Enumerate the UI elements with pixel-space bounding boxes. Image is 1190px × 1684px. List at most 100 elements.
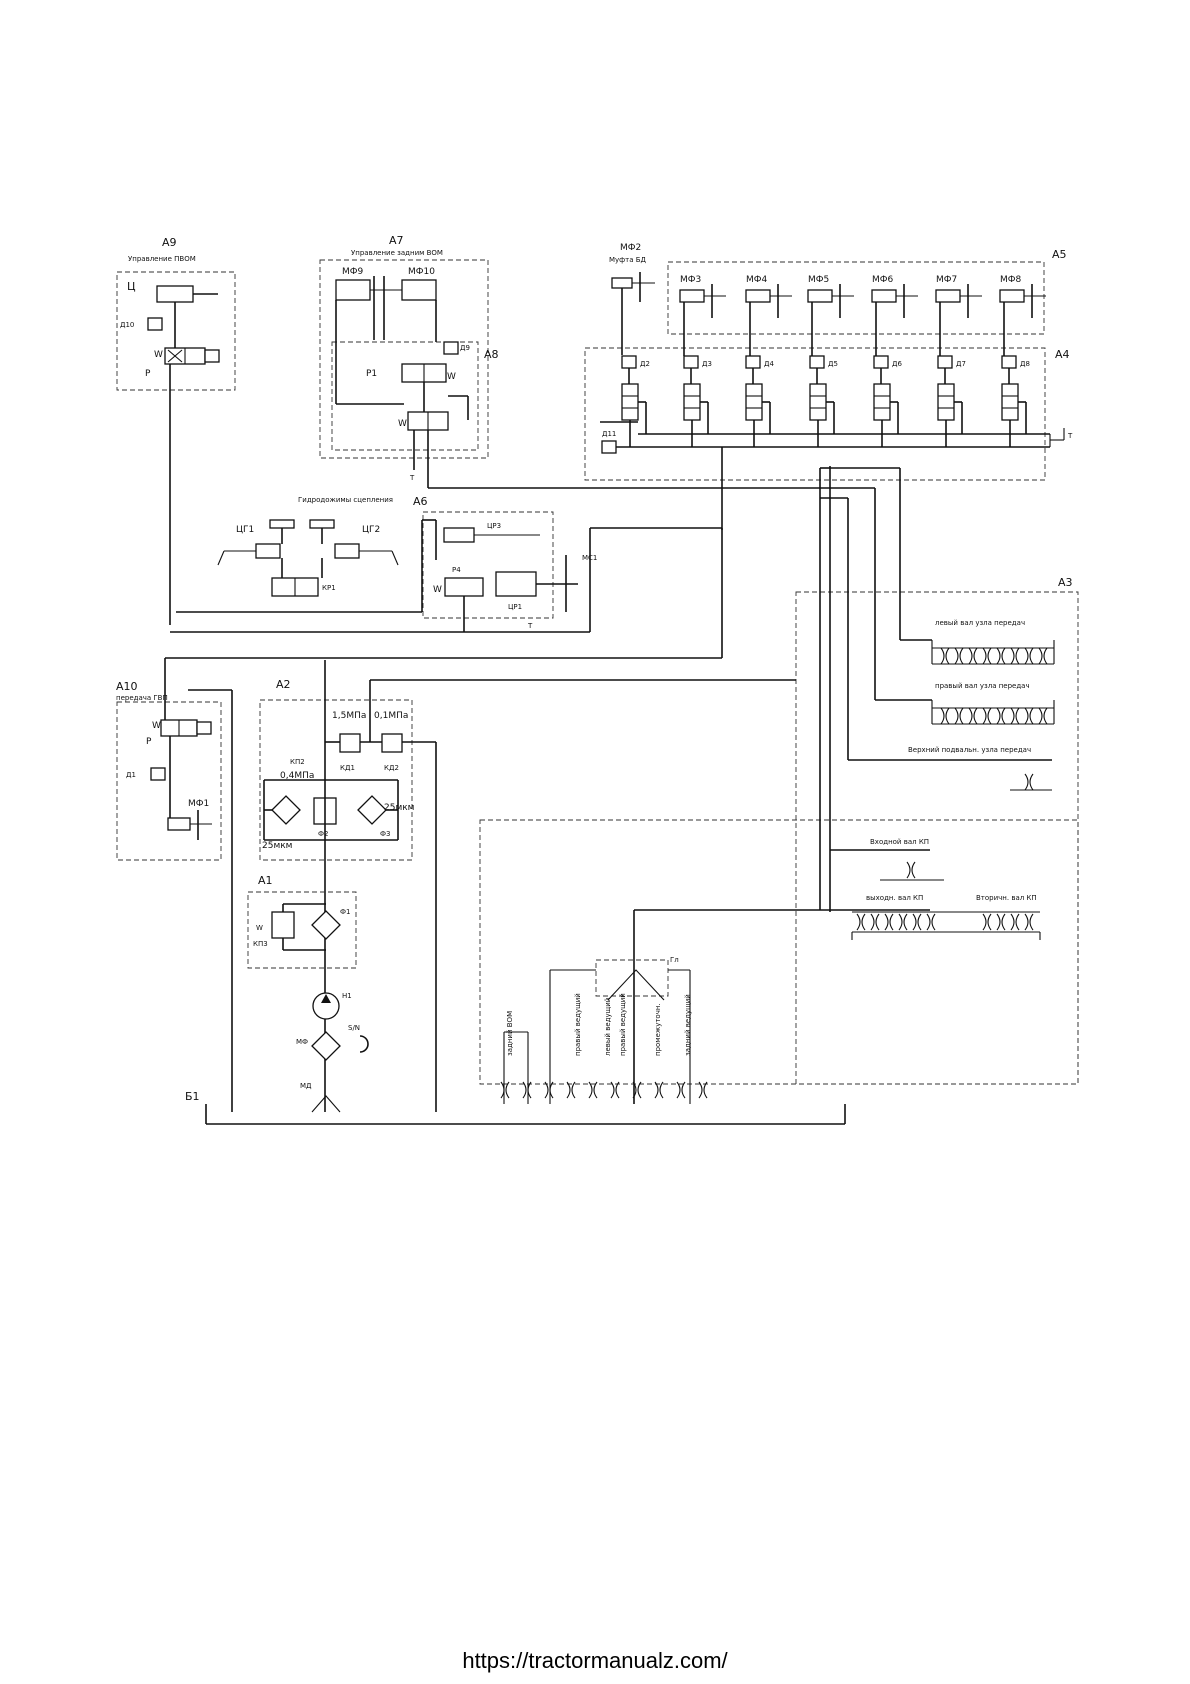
clutch	[807, 289, 833, 303]
source-url[interactable]: https://tractormanualz.com/	[462, 1648, 728, 1673]
cylinder-cp1	[495, 571, 537, 597]
svg-text:P: P	[146, 737, 152, 747]
a2-boundary	[259, 699, 413, 861]
clutch	[871, 289, 897, 303]
distributor-valve	[937, 383, 955, 421]
main-lines	[428, 466, 831, 850]
a9-w-label: W	[154, 350, 163, 360]
a10-code: A10	[116, 680, 138, 693]
clutch-mf9	[335, 279, 371, 301]
d9-label: Д9	[460, 344, 470, 352]
svg-text:W: W	[256, 924, 263, 932]
mf9-label: МФ9	[342, 267, 364, 277]
press2-label: 0,1МПа	[374, 711, 408, 721]
pressure-sensor	[873, 355, 889, 369]
f1-label: Ф1	[340, 908, 350, 916]
mf2-caption: Муфта БД	[609, 256, 647, 264]
group-a10: A10 передача ГВП W P Д1 МФ1	[116, 528, 723, 1112]
mf2-label: МФ2	[620, 243, 641, 253]
a3-boundary-bottom	[479, 819, 1079, 1085]
a9-cylinder	[156, 285, 194, 303]
svg-text:W: W	[152, 721, 161, 731]
a6-code: A6	[413, 495, 428, 508]
a8-w-label: W	[447, 372, 456, 382]
filter-f3	[357, 795, 387, 825]
press1-label: 1,5МПа	[332, 711, 366, 721]
distributor-valve	[809, 383, 827, 421]
filter-mf	[311, 1031, 341, 1061]
a9-caption: Управление ПВОМ	[128, 255, 196, 263]
group-a2: A2 1,5МПа 0,1МПа КД1 КД2 КП2 0,4МПа Ф2 Ф…	[259, 660, 796, 1112]
filter-f2	[271, 795, 301, 825]
filter-f1	[311, 910, 341, 940]
a8-boundary	[331, 341, 479, 451]
shaft-direction-label: задний ведущий	[684, 994, 692, 1056]
mf-label: МФ	[296, 1038, 308, 1046]
gear-marks	[500, 647, 1048, 1099]
speed-label: S/N	[348, 1024, 360, 1032]
kp1-label: КР1	[322, 584, 336, 592]
cylinder-cp3	[443, 527, 475, 543]
cylinder-cg1	[255, 543, 281, 559]
distributor-valve	[1001, 383, 1019, 421]
a6-t-label: Т	[527, 622, 533, 630]
kd2-label: КД2	[384, 764, 399, 772]
a8-code: A8	[484, 348, 499, 361]
group-a3: A3 левый вал узла передач правый вал узл…	[479, 467, 1079, 1104]
cylinder-cg2	[334, 543, 360, 559]
a10-caption: передача ГВП	[116, 694, 168, 702]
clutch-mf1	[167, 817, 191, 831]
clutch	[935, 289, 961, 303]
pump-n1	[312, 992, 340, 1020]
sensor-label: Д2	[640, 360, 650, 368]
clutch	[999, 289, 1025, 303]
cg1-label: ЦГ1	[236, 525, 254, 535]
clutch-label: МФ5	[808, 275, 829, 285]
pressure-sensor	[621, 355, 637, 369]
clutch	[679, 289, 705, 303]
shaft-direction-label: левый ведущий	[604, 998, 612, 1056]
valve-p4	[444, 577, 484, 597]
shaft1-label: левый вал узла передач	[935, 619, 1025, 627]
tank-b1: Б1	[185, 1090, 846, 1125]
sensor-d9	[443, 341, 459, 355]
shaft-direction-label: правый ведущий	[574, 993, 582, 1056]
a7-code: A7	[389, 234, 404, 247]
a6-boundary	[422, 511, 554, 619]
group-a7: A7 Управление задним ВОМ МФ9 МФ10 A8 Д9 …	[319, 234, 499, 488]
svg-text:W: W	[433, 585, 442, 595]
mf10-label: МФ10	[408, 267, 435, 277]
kp2-label: КП2	[290, 758, 305, 766]
valve-kp3	[271, 911, 295, 939]
a9-sensor-label: Д10	[120, 321, 134, 329]
a7-caption: Управление задним ВОМ	[351, 249, 443, 257]
cp1-label: ЦР1	[508, 603, 522, 611]
a7-boundary	[319, 259, 489, 459]
cp3-label: ЦР3	[487, 522, 501, 530]
pressure-sensor	[1001, 355, 1017, 369]
gear-box	[595, 959, 669, 997]
group-a6: Гидродожимы сцепления A6 ЦГ1 ЦГ2 КР1 ЦР3…	[170, 495, 722, 633]
n1-label: Н1	[342, 992, 352, 1000]
kp3-label: КП3	[253, 940, 268, 948]
shaft2-gears	[931, 700, 1055, 725]
a5-code: A5	[1052, 248, 1067, 261]
distributor-valve	[621, 383, 639, 421]
b1-code: Б1	[185, 1090, 200, 1103]
press3-label: 0,4МПа	[280, 771, 314, 781]
d1-label: Д1	[126, 771, 136, 779]
sensor-label: Д8	[1020, 360, 1030, 368]
clutch-label: МФ7	[936, 275, 957, 285]
a9-p-label: P	[145, 369, 151, 379]
a3-code: A3	[1058, 576, 1073, 589]
a8-t-label: Т	[409, 474, 415, 482]
kd1-label: КД1	[340, 764, 355, 772]
clutch-mf2	[611, 277, 633, 289]
sensor-label: Д7	[956, 360, 966, 368]
mf1-label: МФ1	[188, 799, 209, 809]
a5-boundary	[667, 261, 1045, 335]
sensor-d1	[150, 767, 166, 781]
